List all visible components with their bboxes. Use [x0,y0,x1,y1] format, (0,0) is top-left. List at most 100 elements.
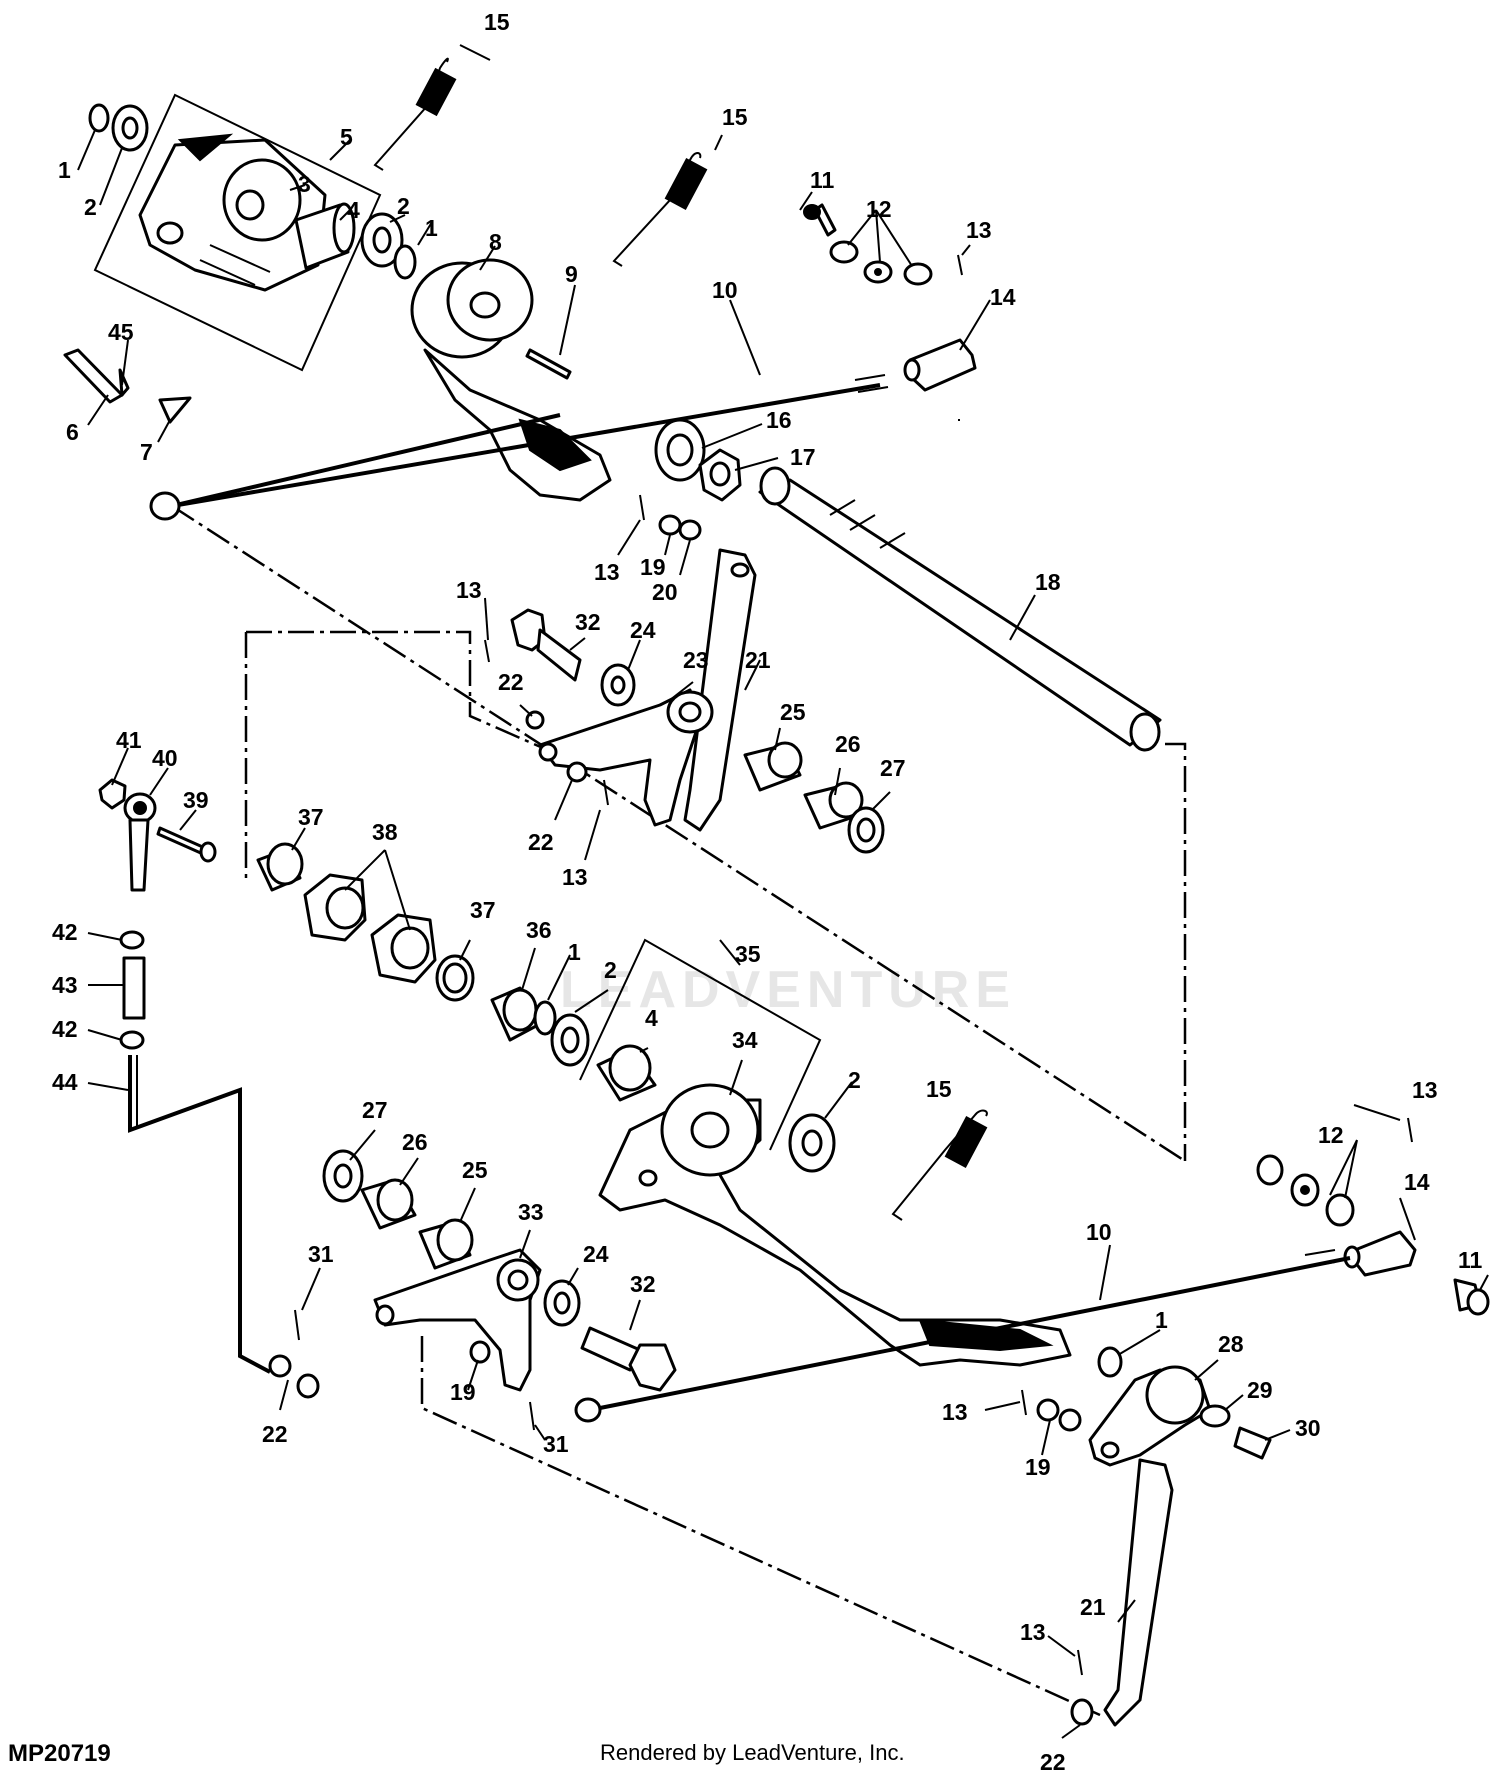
callout-5: 5 [340,124,353,150]
washer-20 [678,519,702,541]
washer-22-c [268,1354,320,1399]
spring-15-top [373,57,457,171]
callout-17: 17 [790,444,816,470]
lever-28 [1088,1365,1212,1467]
cotter-13-c [484,639,490,663]
callout-26: 26 [402,1129,428,1155]
arm-21-lower [1103,1458,1174,1727]
bushing-26-upper [803,781,864,830]
part-5-assembly [93,93,382,372]
cotter-31-upper [294,1309,300,1341]
bolt-39 [156,826,217,863]
nut-42-lower [119,1030,145,1050]
washer-2-top-left [111,104,149,152]
callout-37: 37 [470,897,496,923]
ring-1-upper [393,244,417,280]
callout-2: 2 [397,193,410,219]
callout-12: 12 [1318,1122,1344,1148]
callout-36: 36 [526,917,552,943]
callout-11: 11 [810,167,835,193]
callout-34: 34 [732,1027,758,1053]
nut-42-upper [119,930,145,950]
washer-2-mid [550,1013,590,1067]
washer-29 [1199,1404,1231,1428]
cotter-13-upper [957,254,963,276]
callout-10: 10 [712,277,738,303]
callout-15: 15 [484,9,510,35]
bracket-35-outline [579,938,822,1151]
callout-13: 13 [562,864,588,890]
callout-35: 35 [735,941,761,967]
callout-13: 13 [942,1399,968,1425]
cotter-13-g [1077,1649,1083,1676]
washer-24-lower [543,1279,581,1327]
washer-24-upper [600,663,636,707]
callout-33: 33 [518,1199,544,1225]
callout-7: 7 [140,439,153,465]
rod-10-lower [574,1249,1351,1423]
render-credit: Rendered by LeadVenture, Inc. [600,1740,905,1765]
clip-7 [158,396,192,424]
callout-1: 1 [1155,1307,1168,1333]
callout-29: 29 [1247,1377,1273,1403]
bushing-4-mid [596,1044,657,1102]
callout-1: 1 [425,215,438,241]
callout-1: 1 [568,939,581,965]
lever-6 [63,348,130,404]
callout-27: 27 [880,755,906,781]
watermark: LEADVENTURE [560,961,1017,1019]
arm-21-upper [683,548,757,832]
bolt-11-upper [803,203,837,237]
block-38-b [370,913,437,984]
callout-12: 12 [866,196,892,222]
callout-22: 22 [528,829,554,855]
spring-15-lower [891,1109,988,1221]
bushing-25-lower [418,1218,474,1270]
callout-31: 31 [543,1431,569,1457]
ring-1-mid [533,1000,557,1036]
spring-15-middle [612,152,708,267]
callout-13: 13 [1412,1077,1438,1103]
callout-19: 19 [1025,1454,1051,1480]
bolt-11-lower [1453,1278,1490,1316]
cotter-13-f [1021,1389,1027,1416]
callout-2: 2 [84,194,97,220]
sleeve-43 [122,956,146,1020]
callout-43: 43 [52,972,78,998]
callout-26: 26 [835,731,861,757]
callout-8: 8 [489,229,502,255]
callout-38: 38 [372,819,398,845]
clevis-14-upper [903,338,977,392]
washer-19-a [658,514,682,536]
rod-44 [128,1055,271,1374]
assembly-guide-lines [171,504,1187,1717]
rod-end-40 [123,792,157,892]
callout-10: 10 [1086,1219,1112,1245]
nut-17 [698,448,742,502]
callout-13: 13 [594,559,620,585]
washer-27-lower [322,1149,364,1203]
callout-32: 32 [575,609,601,635]
callout-25: 25 [462,1157,488,1183]
callout-14: 14 [1404,1169,1430,1195]
washer-27-upper [847,806,885,854]
callout-20: 20 [652,579,678,605]
washer-1-top-left [88,103,110,133]
bellcrank-33 [373,1248,542,1392]
washer-22-d [1070,1698,1094,1726]
cotter-13-e [1407,1117,1413,1143]
washers-12-lower [1256,1154,1355,1227]
callout-4: 4 [347,197,360,223]
callout-2: 2 [604,957,617,983]
callout-11: 11 [1458,1247,1483,1273]
bellcrank-23 [538,688,714,827]
callout-22: 22 [262,1421,288,1447]
bushing-36 [490,986,540,1042]
callout-18: 18 [1035,569,1061,595]
callout-21: 21 [1080,1594,1106,1620]
nut-41 [98,778,127,810]
callout-2: 2 [848,1067,861,1093]
callout-27: 27 [362,1097,388,1123]
callout-4: 4 [645,1005,658,1031]
callout-44: 44 [52,1069,78,1095]
